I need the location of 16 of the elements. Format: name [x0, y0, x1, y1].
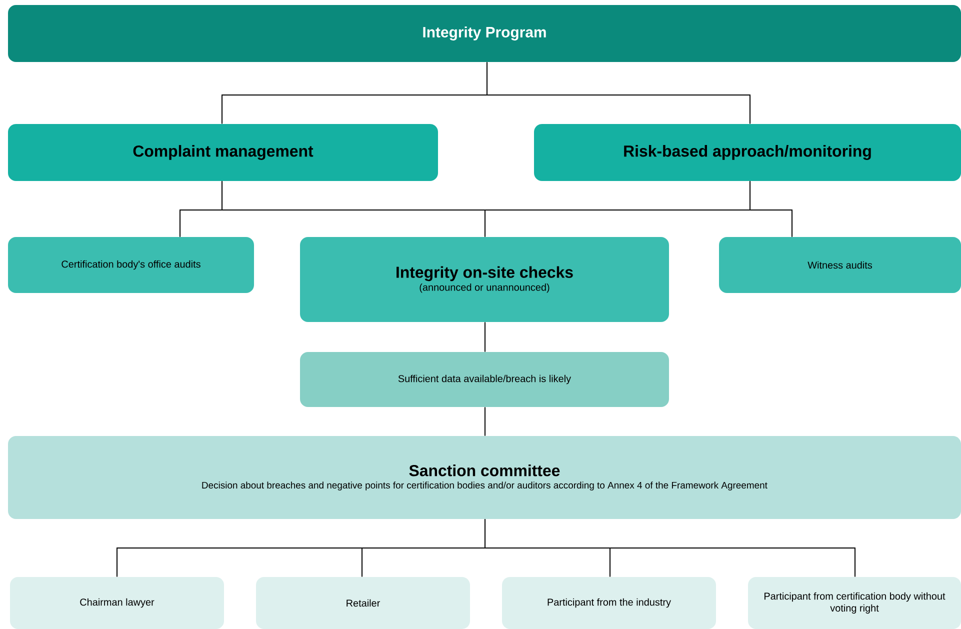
title-box: Integrity Program	[8, 5, 961, 62]
process-box: Integrity on-site checks (announced or unannounced)	[300, 237, 669, 322]
committee-box: Sanction committee Decision about breaches and negative points for certification bodies and/or auditors according to Annex 4 of the Framework Agreement	[8, 436, 961, 519]
member-box: Retailer	[256, 577, 470, 629]
member-box: Participant from the industry	[502, 577, 716, 629]
connector-line	[486, 62, 750, 124]
process-box: Witness audits	[719, 237, 961, 293]
connector-line	[484, 518, 856, 578]
member-box: Participant from certification body without voting right	[748, 577, 961, 629]
process-box: Certification body's office audits	[8, 237, 254, 293]
process-box: Complaint management	[8, 124, 438, 181]
member-box: Chairman lawyer	[10, 577, 224, 629]
connector-line	[484, 406, 486, 436]
process-box: Risk-based approach/monitoring	[534, 124, 961, 181]
connector-line	[484, 322, 486, 352]
condition-box: Sufficient data available/breach is likely	[300, 352, 669, 407]
